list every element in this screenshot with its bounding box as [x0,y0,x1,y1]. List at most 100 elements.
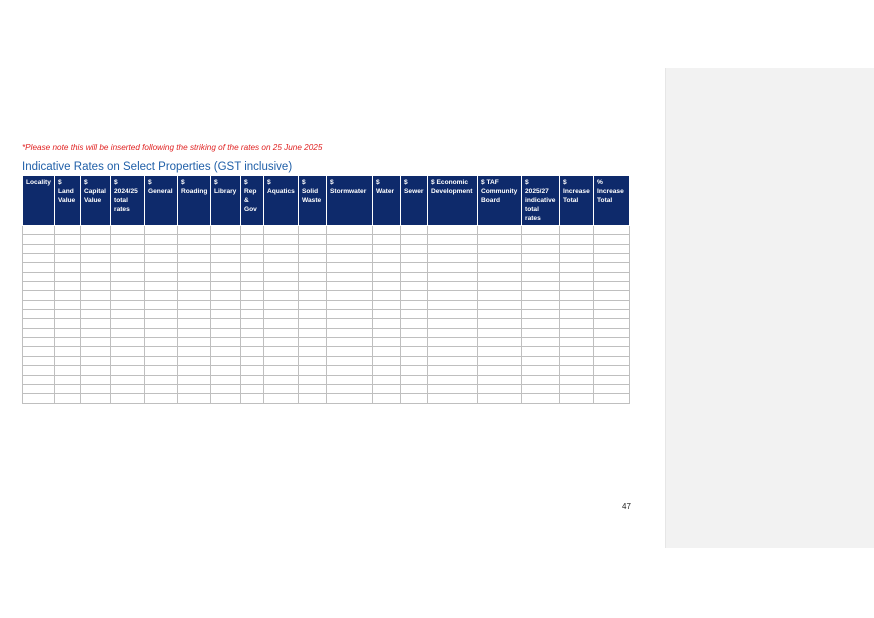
table-cell [477,299,522,311]
table-cell [521,281,560,292]
table-header-row: Locality$ Land Value$ Capital Value$ 202… [22,175,630,226]
table-cell [177,309,211,320]
table-cell [22,365,55,376]
table-cell [80,346,111,357]
table-cell [559,355,594,367]
table-cell [110,383,145,395]
column-header: Locality [22,175,55,226]
table-cell [559,365,594,376]
table-cell [177,337,211,348]
table-cell [521,243,560,255]
table-cell [521,234,560,245]
table-cell [210,355,241,367]
rates-note: *Please note this will be inserted follo… [22,143,323,152]
table-cell [326,365,373,376]
table-cell [210,299,241,311]
table-cell [521,309,560,320]
table-cell [427,243,478,255]
table-cell [593,346,630,357]
table-cell [400,262,428,273]
table-cell [177,271,211,283]
table-cell [210,309,241,320]
table-cell [298,374,327,385]
table-cell [263,383,299,395]
table-cell [144,224,178,236]
table-cell [54,318,81,329]
table-cell [177,346,211,357]
table-cell [110,337,145,348]
table-cell [427,374,478,385]
table-cell [298,243,327,255]
table-cell [521,253,560,264]
table-cell [521,346,560,357]
column-header: $ General [144,175,178,226]
table-cell [263,365,299,376]
table-cell [22,318,55,329]
table-cell [177,327,211,339]
table-cell [144,337,178,348]
table-cell [400,299,428,311]
column-header: $ Aquatics [263,175,299,226]
table-cell [263,374,299,385]
table-cell [477,262,522,273]
table-cell [240,234,264,245]
table-cell [144,327,178,339]
table-cell [326,346,373,357]
table-cell [400,253,428,264]
table-cell [372,290,401,301]
table-cell [240,290,264,301]
table-cell [326,374,373,385]
table-cell [144,243,178,255]
table-cell [559,393,594,404]
table-cell [240,383,264,395]
table-cell [593,271,630,283]
table-cell [326,234,373,245]
table-cell [80,318,111,329]
table-cell [427,365,478,376]
table-cell [263,337,299,348]
table-cell [477,234,522,245]
table-cell [593,253,630,264]
table-cell [22,253,55,264]
comment-side-panel [665,68,874,548]
table-cell [521,262,560,273]
table-cell [240,299,264,311]
table-cell [263,243,299,255]
table-cell [593,281,630,292]
table-cell [80,374,111,385]
table-cell [263,309,299,320]
table-cell [80,243,111,255]
table-cell [372,355,401,367]
table-row [22,346,630,357]
table-cell [298,355,327,367]
table-cell [326,393,373,404]
table-cell [210,243,241,255]
table-cell [263,253,299,264]
table-cell [477,355,522,367]
table-row [22,253,630,264]
table-cell [559,253,594,264]
table-cell [400,355,428,367]
table-cell [210,337,241,348]
table-cell [521,337,560,348]
table-cell [372,374,401,385]
table-cell [427,290,478,301]
table-cell [80,309,111,320]
table-cell [427,318,478,329]
table-cell [559,299,594,311]
table-cell [210,393,241,404]
table-cell [54,383,81,395]
table-cell [54,243,81,255]
table-cell [593,337,630,348]
table-cell [372,281,401,292]
table-cell [298,234,327,245]
table-cell [298,224,327,236]
table-cell [559,327,594,339]
table-cell [559,346,594,357]
column-header: $ Capital Value [80,175,111,226]
table-cell [144,234,178,245]
table-cell [144,393,178,404]
table-cell [427,299,478,311]
table-cell [177,318,211,329]
table-cell [110,355,145,367]
